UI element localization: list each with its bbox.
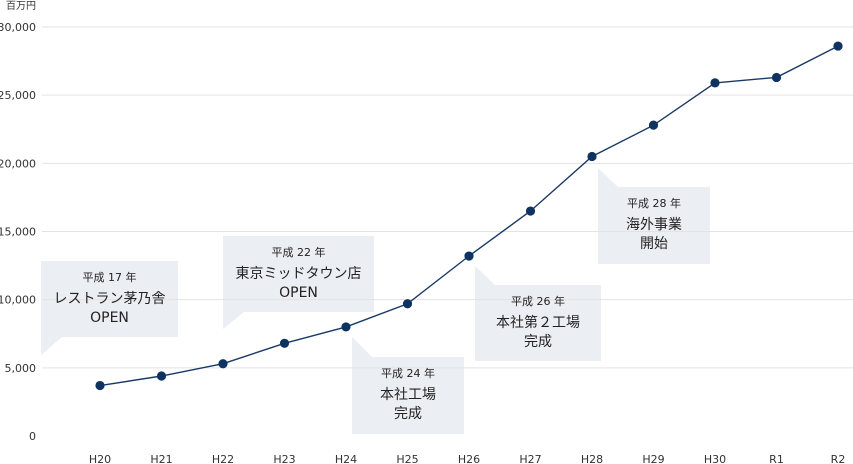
callout: 平成 26 年本社第２工場 完成 bbox=[475, 285, 601, 361]
y-tick-label: 30,000 bbox=[0, 21, 36, 34]
y-axis: 0 5,000 10,000 15,000 20,000 25,000 30,000 bbox=[0, 21, 36, 443]
x-tick-label: H25 bbox=[396, 453, 418, 464]
callout-pointer bbox=[352, 337, 373, 358]
data-point bbox=[402, 299, 413, 309]
callout: 平成 24 年本社工場 完成 bbox=[352, 357, 464, 434]
data-point bbox=[710, 78, 720, 88]
data-point bbox=[341, 322, 351, 332]
x-tick-label: H24 bbox=[335, 453, 357, 464]
x-tick-label: H22 bbox=[212, 453, 234, 464]
data-point bbox=[464, 251, 474, 261]
x-tick-label: H27 bbox=[519, 453, 541, 464]
callout-year: 平成 28 年 bbox=[627, 197, 681, 210]
y-tick-label: 5,000 bbox=[5, 362, 37, 375]
x-tick-label: R1 bbox=[769, 453, 784, 464]
y-tick-label: 25,000 bbox=[0, 89, 36, 102]
callout-year: 平成 22 年 bbox=[271, 246, 326, 259]
y-tick-label: 0 bbox=[29, 430, 36, 443]
callout-pointer bbox=[475, 266, 496, 286]
gridlines bbox=[42, 26, 853, 369]
y-tick-label: 10,000 bbox=[0, 294, 36, 307]
unit-label: 百万円 bbox=[6, 0, 36, 12]
callout: 平成 17 年レストラン茅乃舎 OPEN bbox=[41, 261, 178, 337]
x-tick-label: H28 bbox=[581, 453, 603, 464]
data-point bbox=[218, 359, 228, 369]
callout-box bbox=[598, 187, 710, 264]
data-point bbox=[279, 338, 290, 348]
callout-shapes bbox=[41, 168, 710, 434]
x-tick-label: H20 bbox=[89, 453, 111, 464]
callout-pointer bbox=[41, 318, 62, 355]
callout-text: 東京ミッドタウン店 OPEN bbox=[235, 266, 362, 301]
callout-year: 平成 24 年 bbox=[381, 367, 435, 380]
callout-text: レストラン茅乃舎 OPEN bbox=[53, 291, 166, 326]
data-point bbox=[587, 151, 597, 162]
data-point bbox=[156, 371, 167, 381]
callout-year: 平成 26 年 bbox=[511, 295, 565, 308]
callout-text: 本社第２工場 完成 bbox=[496, 315, 580, 350]
callout-year: 平成 17 年 bbox=[82, 271, 137, 284]
callout-box bbox=[41, 261, 178, 337]
callout-text: 本社工場 完成 bbox=[380, 387, 436, 422]
data-point bbox=[648, 120, 659, 130]
x-tick-label: H26 bbox=[458, 453, 480, 464]
x-tick-label: H29 bbox=[642, 453, 664, 464]
y-tick-label: 20,000 bbox=[0, 157, 36, 170]
callout: 平成 22 年東京ミッドタウン店 OPEN bbox=[223, 236, 374, 312]
callout-box bbox=[475, 285, 601, 361]
data-point bbox=[95, 380, 105, 391]
x-tick-label: H23 bbox=[273, 453, 295, 464]
callout-box bbox=[352, 357, 464, 434]
callout-pointer bbox=[598, 168, 619, 188]
series-line bbox=[99, 45, 839, 387]
x-axis: H20 H21 H22 H23 H24 H25 H26 H27 H28 H29 H30 R1 R2 bbox=[89, 453, 845, 464]
callout-pointer bbox=[223, 293, 244, 329]
x-tick-label: H30 bbox=[704, 453, 726, 464]
callout-text: 海外事業 開始 bbox=[626, 217, 682, 252]
data-point bbox=[833, 41, 843, 51]
data-points bbox=[95, 41, 843, 391]
data-point bbox=[771, 72, 782, 83]
y-tick-label: 15,000 bbox=[0, 226, 36, 239]
x-tick-label: H21 bbox=[150, 453, 172, 464]
data-point bbox=[525, 206, 536, 216]
x-tick-label: R2 bbox=[831, 453, 846, 464]
callout: 平成 28 年海外事業 開始 bbox=[598, 187, 710, 264]
